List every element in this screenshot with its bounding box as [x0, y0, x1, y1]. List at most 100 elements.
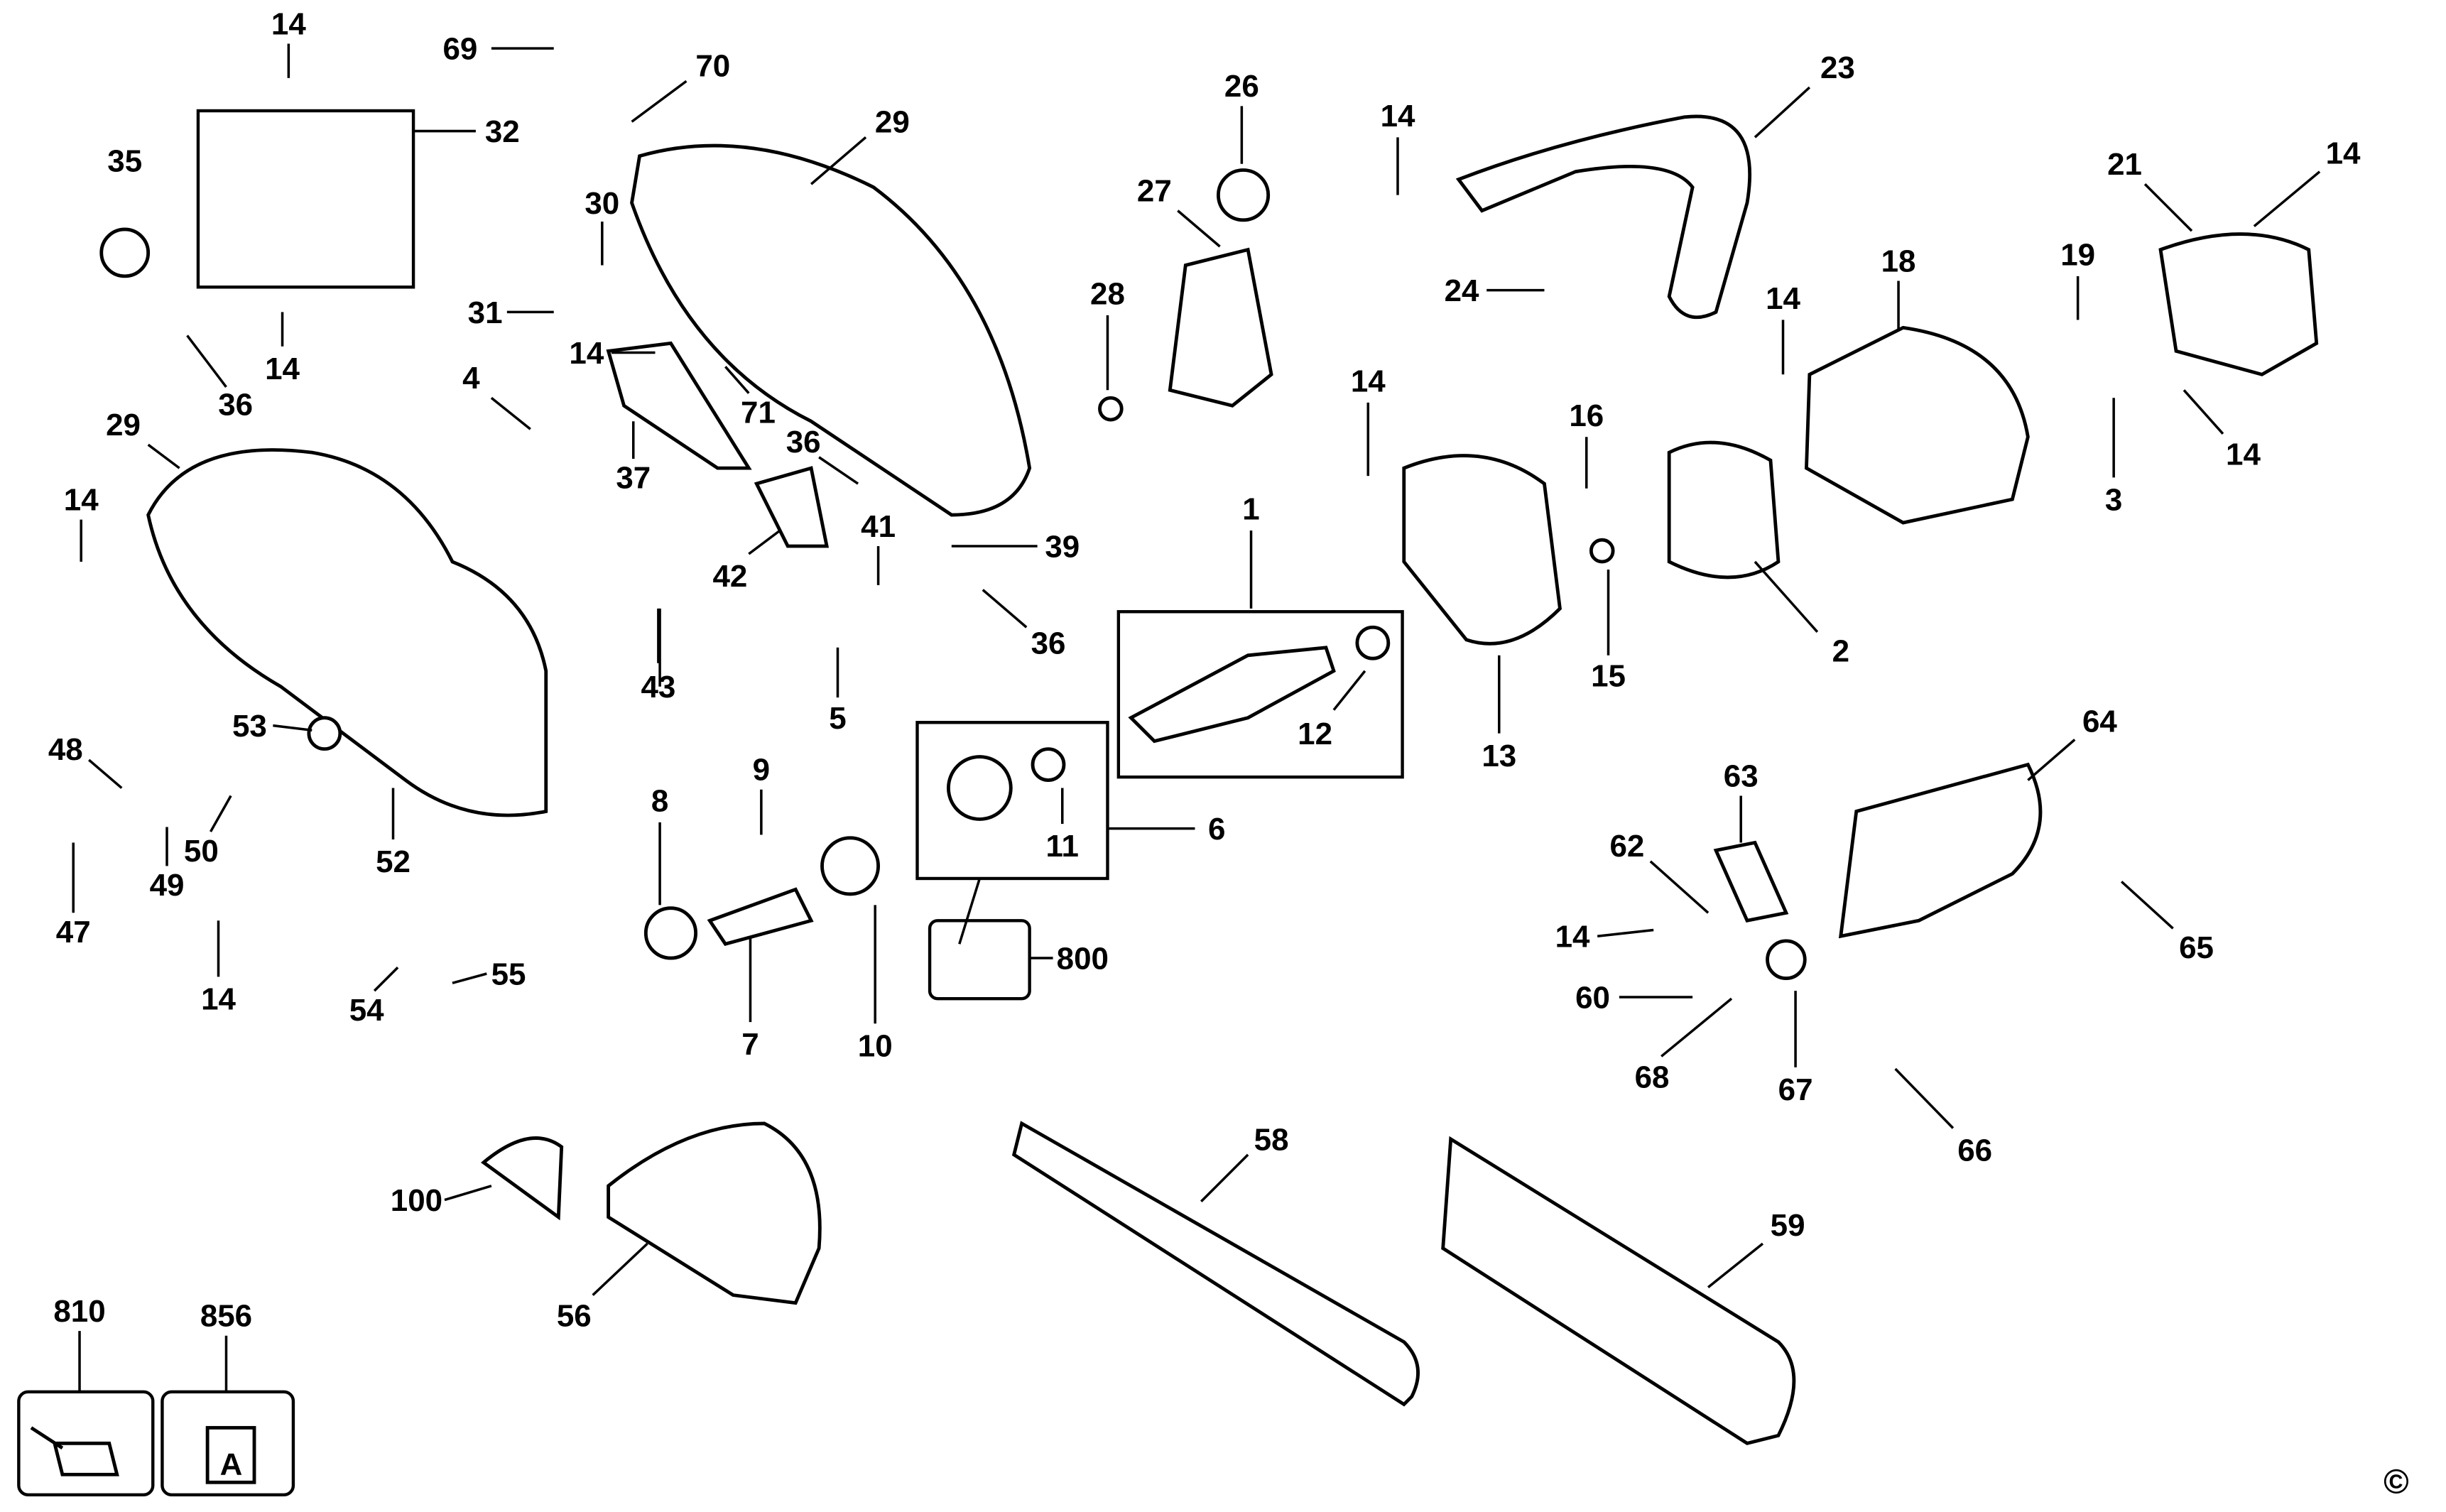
callout-56: 56 — [557, 1299, 592, 1334]
lever-42 — [754, 466, 830, 548]
callout-14: 14 — [2226, 437, 2261, 472]
callout-30: 30 — [585, 186, 619, 221]
oil-cap-valve-28 — [1098, 396, 1124, 422]
callout-49: 49 — [150, 868, 185, 903]
callout-1: 1 — [1242, 492, 1259, 527]
callout-27: 27 — [1137, 173, 1172, 208]
callout-47: 47 — [56, 915, 91, 950]
callout-10: 10 — [858, 1028, 893, 1063]
callout-71: 71 — [741, 395, 776, 430]
callout-64: 64 — [2082, 704, 2117, 739]
part-32-box — [196, 109, 415, 289]
sprocket-35 — [99, 227, 151, 278]
callout-59: 59 — [1771, 1208, 1805, 1243]
callout-8: 8 — [651, 783, 668, 818]
label-sheet-icon — [205, 1425, 256, 1484]
callout-19: 19 — [2060, 238, 2095, 273]
callout-36: 36 — [218, 387, 253, 422]
callout-14: 14 — [64, 482, 99, 517]
rear-handle-64 — [1838, 762, 2043, 939]
callout-42: 42 — [713, 559, 748, 594]
washer-15 — [1589, 538, 1615, 564]
callout-5: 5 — [829, 701, 846, 736]
callout-856: 856 — [200, 1299, 252, 1334]
callout-66: 66 — [1957, 1133, 1992, 1168]
housing-right-29 — [630, 143, 1032, 517]
callout-14: 14 — [271, 6, 306, 41]
front-handle-23 — [1455, 114, 1751, 320]
callout-21: 21 — [2107, 147, 2142, 182]
callout-2: 2 — [1832, 634, 1849, 669]
callout-60: 60 — [1575, 980, 1610, 1015]
callout-13: 13 — [1482, 739, 1516, 773]
callout-63: 63 — [1724, 758, 1759, 793]
bumper-100 — [480, 1136, 564, 1221]
callout-62: 62 — [1609, 829, 1644, 864]
sprocket-cover-56 — [607, 1121, 822, 1305]
parts — [99, 114, 2319, 1445]
part-6-box — [915, 721, 1109, 881]
oil-can-icon — [30, 1426, 119, 1476]
part-856-box — [161, 1390, 295, 1497]
callout-28: 28 — [1090, 276, 1125, 311]
callout-7: 7 — [741, 1027, 759, 1062]
gear-cover-10 — [820, 836, 881, 896]
trigger-37 — [606, 341, 752, 470]
callout-58: 58 — [1254, 1122, 1289, 1157]
callout-11: 11 — [1046, 829, 1079, 864]
callout-50: 50 — [184, 834, 219, 869]
callout-48: 48 — [48, 732, 83, 767]
plate-6 — [947, 755, 1013, 821]
callout-54: 54 — [349, 993, 384, 1028]
callout-36: 36 — [786, 425, 821, 459]
callout-3: 3 — [2105, 482, 2122, 517]
callout-65: 65 — [2179, 930, 2214, 965]
callout-55: 55 — [491, 957, 526, 991]
motor-housing-18 — [1805, 325, 2030, 525]
callout-26: 26 — [1224, 69, 1259, 104]
housing-left-29 — [146, 448, 548, 817]
oil-cap-26 — [1216, 168, 1271, 222]
fan-baffle-13 — [1402, 454, 1562, 646]
callout-810: 810 — [53, 1294, 105, 1329]
callout-68: 68 — [1635, 1060, 1670, 1094]
gear-8 — [643, 906, 698, 960]
callout-14: 14 — [569, 336, 604, 371]
callout-23: 23 — [1820, 50, 1855, 85]
bearing-12 — [1355, 625, 1391, 660]
callout-16: 16 — [1569, 398, 1604, 433]
callout-24: 24 — [1445, 273, 1479, 308]
end-cap-21 — [2158, 232, 2319, 376]
callout-69: 69 — [443, 31, 478, 66]
switch-63 — [1713, 840, 1789, 923]
callout-14: 14 — [265, 352, 300, 386]
callout-32: 32 — [485, 114, 520, 149]
callout-15: 15 — [1591, 659, 1626, 694]
bar-cover-59 — [1441, 1136, 1796, 1445]
callout-14: 14 — [1555, 920, 1590, 954]
callout-37: 37 — [616, 461, 651, 496]
callout-100: 100 — [391, 1183, 442, 1218]
shaft-7 — [707, 887, 814, 947]
callout-14: 14 — [201, 982, 236, 1017]
callout-14: 14 — [2326, 136, 2361, 171]
callout-18: 18 — [1881, 244, 1916, 278]
callout-39: 39 — [1045, 529, 1080, 564]
label-sheet-letter: A — [220, 1447, 243, 1481]
leader-lines — [72, 43, 2321, 1392]
callout-53: 53 — [232, 709, 267, 744]
copyright-mark: © — [2384, 1463, 2409, 1501]
callout-52: 52 — [376, 844, 411, 879]
callout-29: 29 — [875, 105, 910, 140]
callout-67: 67 — [1778, 1072, 1813, 1107]
callout-14: 14 — [1351, 364, 1386, 398]
nut-67 — [1766, 939, 1807, 981]
callout-12: 12 — [1298, 717, 1332, 751]
oil-tank-27 — [1168, 247, 1273, 408]
bearing-11 — [1031, 747, 1066, 782]
callout-4: 4 — [462, 361, 480, 396]
callout-70: 70 — [695, 49, 730, 84]
callout-800: 800 — [1057, 941, 1109, 976]
